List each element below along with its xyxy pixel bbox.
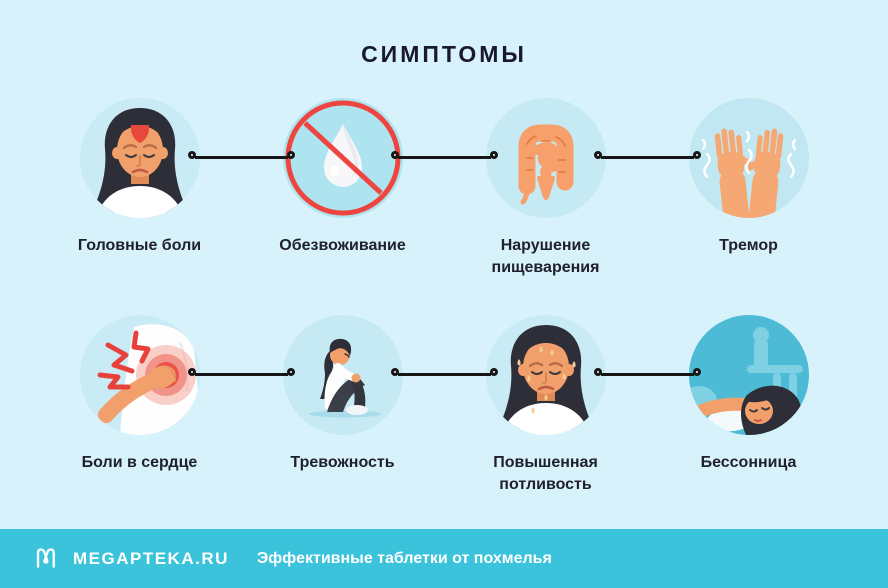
megapteka-m-logo-icon xyxy=(36,548,55,568)
connector-line xyxy=(391,367,498,376)
symptom-bubble xyxy=(688,315,809,435)
connector-line xyxy=(594,367,701,376)
connector-dot xyxy=(391,150,399,159)
symptom-bubble xyxy=(688,98,809,218)
symptom-label: Нарушение пищеварения xyxy=(491,237,600,276)
connector-line xyxy=(188,367,295,376)
symptom-row-1: Головные боли Обезвоживание xyxy=(38,98,850,278)
insomnia-illustration xyxy=(688,315,809,435)
symptom-item-tremor: Тремор xyxy=(647,98,850,278)
symptom-item-digestion: Нарушение пищеварения xyxy=(444,98,647,278)
connector-line xyxy=(188,150,295,159)
symptom-label: Обезвоживание xyxy=(279,237,406,254)
connector-dot xyxy=(391,367,399,376)
connector-dot xyxy=(490,150,498,159)
symptom-item-anxiety: Тревожность xyxy=(241,315,444,495)
symptom-bubble xyxy=(79,315,200,435)
anxious-person-illustration xyxy=(282,315,403,435)
footer-tagline: Эффективные таблетки от похмелья xyxy=(256,549,552,567)
chest-pain-illustration xyxy=(79,315,200,435)
connector-dot xyxy=(188,150,196,159)
connector-dot xyxy=(188,367,196,376)
connector-dot xyxy=(287,150,295,159)
symptom-label: Тревожность xyxy=(290,454,395,471)
footer-brand: MEGAPTEKA.RU xyxy=(73,548,229,568)
symptom-bubble xyxy=(485,98,606,218)
connector-dot xyxy=(693,150,701,159)
symptom-label: Повышенная потливость xyxy=(493,454,598,493)
trembling-hands-illustration xyxy=(688,98,809,218)
symptom-bubble xyxy=(282,98,403,218)
symptom-item-heart-pain: Боли в сердце xyxy=(38,315,241,495)
connector-dot xyxy=(594,367,602,376)
connector-dot xyxy=(693,367,701,376)
connector-line xyxy=(594,150,701,159)
symptom-item-insomnia: Бессонница xyxy=(647,315,850,495)
symptom-bubble xyxy=(282,315,403,435)
symptom-label: Головные боли xyxy=(77,237,202,254)
symptom-bubble xyxy=(485,315,606,435)
sweating-woman-illustration xyxy=(485,315,606,435)
symptom-bubble xyxy=(79,98,200,218)
symptom-item-headache: Головные боли xyxy=(38,98,241,278)
connector-line xyxy=(391,150,498,159)
symptom-item-dehydration: Обезвоживание xyxy=(241,98,444,278)
footer-bar: MEGAPTEKA.RU Эффективные таблетки от пох… xyxy=(0,529,888,588)
connector-dot xyxy=(490,367,498,376)
headache-woman-illustration xyxy=(79,98,200,218)
page-title: СИМПТОМЫ xyxy=(361,41,527,67)
symptom-item-sweating: Повышенная потливость xyxy=(444,315,647,495)
symptom-label: Боли в сердце xyxy=(81,454,198,471)
symptom-label: Бессонница xyxy=(700,454,797,471)
connector-dot xyxy=(287,367,295,376)
symptom-row-2: Боли в сердце Трево xyxy=(38,315,850,495)
no-water-drop-illustration xyxy=(282,98,403,218)
intestines-illustration xyxy=(485,98,606,218)
connector-dot xyxy=(594,150,602,159)
symptom-label: Тремор xyxy=(719,237,778,254)
